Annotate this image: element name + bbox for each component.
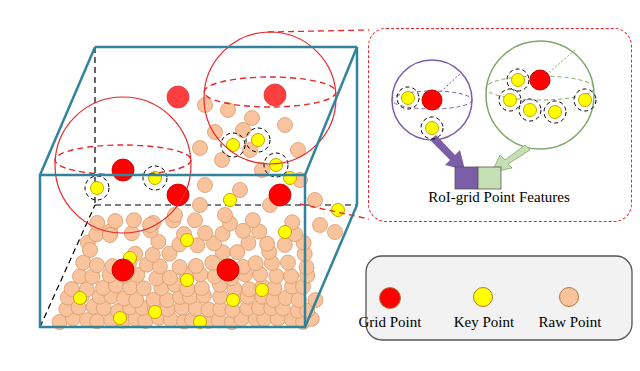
legend-swatch bbox=[379, 287, 401, 309]
box-caption: RoI-grid Point Features bbox=[428, 189, 570, 206]
zoom-box: RoI-grid Point Features bbox=[368, 28, 632, 222]
zoom-detail bbox=[392, 41, 594, 189]
zoom-points bbox=[397, 69, 596, 139]
legend-label: Grid Point bbox=[359, 314, 422, 331]
legend-swatch bbox=[473, 287, 493, 307]
legend-label: Raw Point bbox=[539, 314, 602, 331]
cube-back-edges bbox=[40, 47, 357, 327]
legend-label: Key Point bbox=[454, 314, 514, 331]
query-spheres bbox=[55, 32, 336, 233]
grid-points bbox=[112, 84, 291, 281]
zoom-leaders bbox=[268, 30, 369, 219]
legend-swatch bbox=[559, 287, 579, 307]
raw-points bbox=[52, 98, 342, 330]
cube-front-edges bbox=[40, 47, 357, 327]
